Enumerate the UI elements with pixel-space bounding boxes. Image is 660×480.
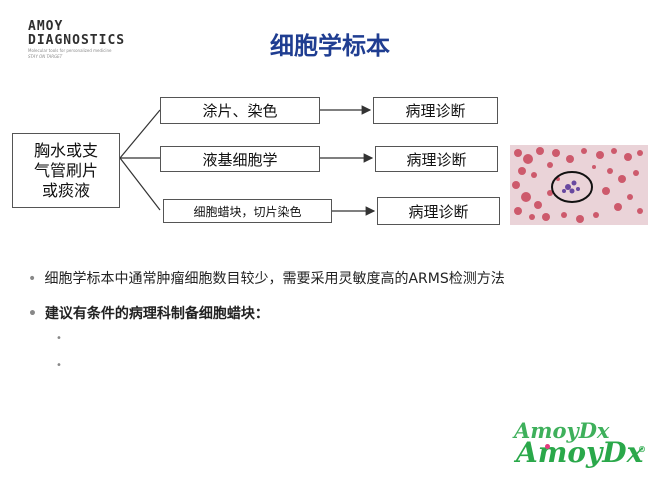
outcome-box-2: 病理诊断 <box>375 146 498 172</box>
registered-mark: ® <box>638 444 646 454</box>
outcome-box-1: 病理诊断 <box>373 97 498 124</box>
bullet-2: • 建议有条件的病理科制备细胞蜡块： <box>28 303 269 323</box>
logo-line3: Molecular tools for personalized medicin… <box>28 48 112 53</box>
logo-line2: DIAGNOSTICS <box>28 33 126 48</box>
method-label-smear: 涂片、染色 <box>202 102 278 120</box>
sub-bullet-dot-icon: • <box>56 360 62 371</box>
method-box-cellblock: 细胞蜡块，切片染色 <box>163 199 332 223</box>
outcome-label-2: 病理诊断 <box>406 150 467 169</box>
source-line-1: 胸水或支 <box>33 140 98 160</box>
method-box-lbc: 液基细胞学 <box>160 146 320 172</box>
sub-bullet-dot-icon: • <box>56 333 62 344</box>
source-line-3: 或痰液 <box>41 180 90 200</box>
outcome-box-3: 病理诊断 <box>377 197 500 225</box>
logo-line4: STAY ON TARGET <box>28 54 63 59</box>
amoy-diagnostics-logo: AMOY DIAGNOSTICS Molecular tools for per… <box>28 19 126 60</box>
slide-title: 细胞学标本 <box>270 32 390 60</box>
branch-to-method-1 <box>119 109 161 159</box>
source-sample-box: 胸水或支 气管刷片 或痰液 <box>12 133 120 208</box>
cytology-micrograph <box>510 145 648 225</box>
bullet-text-2: 建议有条件的病理科制备细胞蜡块： <box>44 306 269 322</box>
logo-line1: AMOY <box>28 19 64 34</box>
bullet-dot-icon: • <box>28 271 37 287</box>
bullet-text-1: 细胞学标本中通常肿瘤细胞数目较少，需要采用灵敏度高的ARMS检测方法 <box>44 271 505 287</box>
outcome-label-3: 病理诊断 <box>408 202 469 221</box>
outcome-label-1: 病理诊断 <box>405 102 466 120</box>
sub-bullet-2: • <box>56 360 62 371</box>
method-label-cellblock: 细胞蜡块，切片染色 <box>193 204 302 219</box>
footer-logo-ghost: AmoyDx <box>514 418 610 443</box>
amoydx-footer-logo: AmoyDx AmoyDx ® <box>512 418 647 477</box>
source-line-2: 气管刷片 <box>33 160 98 180</box>
branch-to-method-3 <box>119 157 161 211</box>
method-label-lbc: 液基细胞学 <box>202 150 278 169</box>
sub-bullet-1: • <box>56 333 62 344</box>
bullet-dot-icon: • <box>28 306 37 322</box>
bullet-1: • 细胞学标本中通常肿瘤细胞数目较少，需要采用灵敏度高的ARMS检测方法 <box>28 268 505 288</box>
footer-logo-text: AmoyDx <box>516 436 644 469</box>
method-box-smear: 涂片、染色 <box>160 97 320 124</box>
logo-pink-dot-icon <box>545 444 550 449</box>
